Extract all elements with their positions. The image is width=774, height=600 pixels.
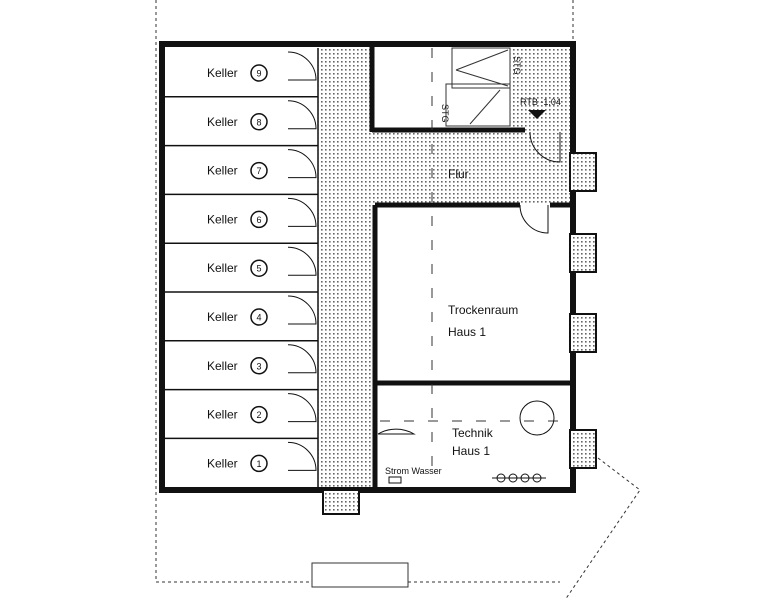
garage-outline — [311, 562, 409, 588]
site-outline — [155, 0, 641, 600]
room-label-trockenraum: Trockenraum — [448, 303, 518, 317]
stair-label-top: STG — [512, 56, 522, 75]
flur-area — [372, 132, 572, 205]
axis-lines — [380, 48, 565, 480]
stair-label-bottom: STG — [440, 104, 450, 123]
keller-door — [287, 51, 317, 81]
keller-number-circle — [250, 357, 268, 375]
keller-doors — [287, 51, 317, 471]
keller-number-circle — [250, 113, 268, 131]
room-label-flur: Flur — [448, 167, 469, 181]
keller-door — [287, 197, 317, 227]
technik-door — [377, 428, 416, 435]
manifold-icon — [492, 473, 546, 483]
keller-number: 3 — [256, 361, 261, 371]
level-marker-icon — [528, 110, 546, 119]
window-wells — [322, 152, 597, 515]
keller-number: 6 — [256, 215, 261, 225]
keller-label: Keller — [207, 115, 238, 129]
keller-label: Keller — [207, 408, 238, 422]
keller-label: Keller — [207, 66, 238, 80]
keller-label: Keller — [207, 261, 238, 275]
keller-label: Keller — [207, 359, 238, 373]
keller-number: 5 — [256, 264, 261, 274]
room-label-trockenraum-haus: Haus 1 — [448, 325, 486, 339]
keller-label: Keller — [207, 456, 238, 470]
corridor — [318, 48, 372, 488]
tank-icon — [519, 400, 555, 436]
meter-icon — [388, 476, 402, 484]
keller-partitions — [165, 96, 318, 440]
keller-number-circle — [250, 210, 268, 229]
keller-number-circle — [250, 308, 268, 326]
keller-number-circle — [250, 259, 268, 277]
keller-label: Keller — [207, 310, 238, 324]
keller-number: 4 — [256, 313, 261, 323]
keller-label: Keller — [207, 164, 238, 178]
keller-number: 1 — [256, 459, 261, 469]
keller-number-circle — [250, 64, 268, 82]
keller-label: Keller — [207, 212, 238, 226]
strom-wasser-label: Strom Wasser — [385, 466, 442, 476]
keller-number: 7 — [256, 166, 261, 176]
room-label-technik-haus: Haus 1 — [452, 444, 490, 458]
room-label-technik: Technik — [452, 426, 494, 440]
keller-number-circle — [250, 161, 268, 180]
keller-number: 8 — [256, 117, 261, 127]
flur-door — [529, 131, 561, 163]
keller-door — [287, 295, 317, 325]
keller-door — [287, 393, 317, 423]
keller-number: 9 — [256, 69, 261, 79]
keller-number: 2 — [256, 410, 261, 420]
staircase — [445, 47, 511, 127]
keller-number-circle — [250, 405, 268, 424]
keller-door — [287, 441, 317, 471]
keller-door — [287, 100, 317, 130]
level-label: RTB -1,04 — [520, 97, 561, 107]
keller-door — [287, 344, 317, 374]
keller-number-circle — [250, 454, 268, 473]
interior-walls — [317, 44, 573, 490]
keller-door — [287, 246, 317, 276]
keller-door — [287, 149, 317, 179]
trocken-door — [519, 204, 549, 234]
landing-area — [510, 48, 570, 132]
